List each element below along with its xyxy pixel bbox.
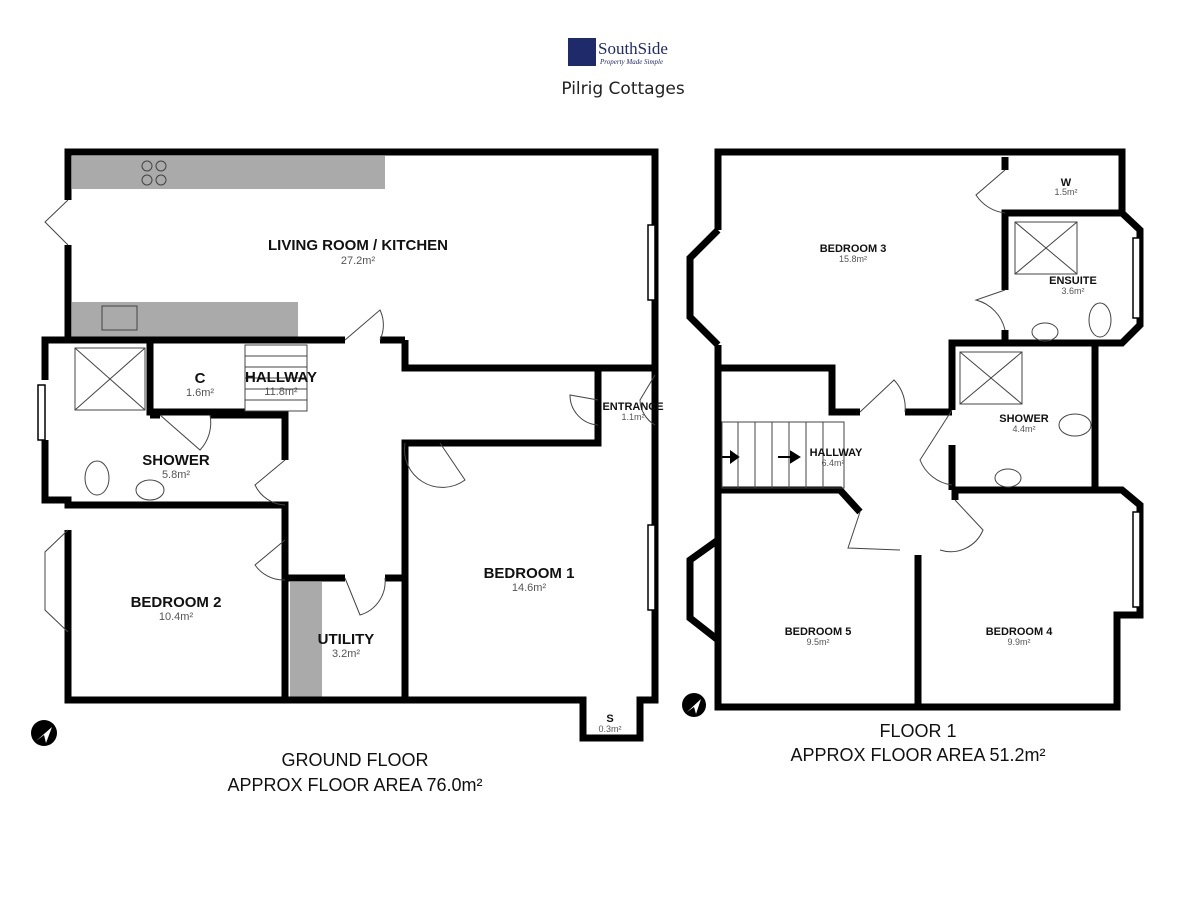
stair-arrow-icon (722, 450, 740, 464)
ground-floor-plan: LIVING ROOM / KITCHEN 27.2m² C 1.6m² HAL… (31, 148, 664, 795)
room-utility-area: 3.2m² (332, 648, 360, 660)
room-utility-name: UTILITY (318, 631, 375, 648)
basin-icon (1031, 322, 1059, 342)
window (1132, 237, 1141, 319)
window (647, 524, 656, 611)
logo-square (568, 38, 596, 66)
room-hallway-name: HALLWAY (245, 369, 317, 386)
room-living-name: LIVING ROOM / KITCHEN (268, 237, 448, 254)
stairs (244, 344, 308, 412)
compass-arrow-icon (31, 720, 57, 746)
room-entrance-name: ENTRANCE (602, 401, 663, 413)
room-shower-area: 5.8m² (162, 469, 190, 481)
room-bedroom1-name: BEDROOM 1 (484, 565, 575, 582)
kitchen-counter-top (72, 156, 385, 189)
room-living-area: 27.2m² (341, 255, 376, 267)
room-bedroom4-name: BEDROOM 4 (986, 626, 1054, 638)
room-entrance-area: 1.1m² (621, 412, 644, 422)
floor1-area: APPROX FLOOR AREA 51.2m² (790, 745, 1045, 765)
brand-name: SouthSide (598, 39, 668, 58)
shower-tray-icon (959, 351, 1023, 405)
floor1-plan: BEDROOM 3 15.8m² W 1.5m² ENSUITE 3.6m² S… (682, 148, 1144, 765)
room-cupboard-name: C (195, 370, 206, 387)
toilet-icon (1088, 302, 1112, 338)
room-bedroom5-area: 9.5m² (806, 637, 829, 647)
room-shower-name: SHOWER (999, 413, 1049, 425)
floor1-title: FLOOR 1 (879, 721, 956, 741)
basin-icon (994, 468, 1022, 488)
compass-arrow-icon (682, 693, 706, 717)
room-wardrobe-name: W (1061, 177, 1072, 189)
room-bedroom2-name: BEDROOM 2 (131, 594, 222, 611)
window (1132, 511, 1141, 608)
window (647, 224, 656, 301)
room-bedroom4-area: 9.9m² (1007, 637, 1030, 647)
room-bedroom3-name: BEDROOM 3 (820, 243, 887, 255)
window (37, 384, 46, 441)
sink-icon (101, 305, 138, 331)
basin-icon (135, 479, 165, 501)
logo: SouthSide Property Made Simple (568, 38, 668, 66)
room-bedroom1-area: 14.6m² (512, 582, 547, 594)
room-bedroom2-area: 10.4m² (159, 611, 194, 623)
ground-floor-title: GROUND FLOOR (281, 750, 428, 770)
room-hallway-area: 11.8m² (264, 386, 298, 398)
room-bedroom3-area: 15.8m² (839, 254, 867, 264)
ground-floor-area: APPROX FLOOR AREA 76.0m² (227, 775, 482, 795)
stair-arrow-icon (778, 450, 801, 464)
doors (847, 169, 1006, 553)
shower-tray-icon (1014, 221, 1078, 275)
room-wardrobe-area: 1.5m² (1054, 187, 1077, 197)
brand-tagline: Property Made Simple (599, 58, 663, 66)
stairs (721, 421, 845, 489)
property-name: Pilrig Cottages (561, 79, 685, 99)
doors (44, 199, 656, 633)
room-cupboard-area: 1.6m² (186, 387, 214, 399)
toilet-icon (1058, 413, 1092, 437)
toilet-icon (84, 460, 110, 496)
room-bedroom5-name: BEDROOM 5 (785, 626, 852, 638)
room-ensuite-area: 3.6m² (1061, 286, 1084, 296)
room-hallway-area: 6.4m² (821, 458, 844, 468)
room-ensuite-name: ENSUITE (1049, 275, 1097, 287)
room-store-name: S (606, 713, 613, 725)
room-shower-area: 4.4m² (1012, 424, 1035, 434)
room-store-area: 0.3m² (598, 724, 621, 734)
room-shower-name: SHOWER (142, 452, 210, 469)
hob-icon (141, 160, 167, 186)
shower-tray-icon (74, 347, 146, 411)
kitchen-counter-bottom (72, 302, 298, 337)
utility-counter (290, 582, 322, 697)
room-hallway-name: HALLWAY (810, 447, 863, 459)
